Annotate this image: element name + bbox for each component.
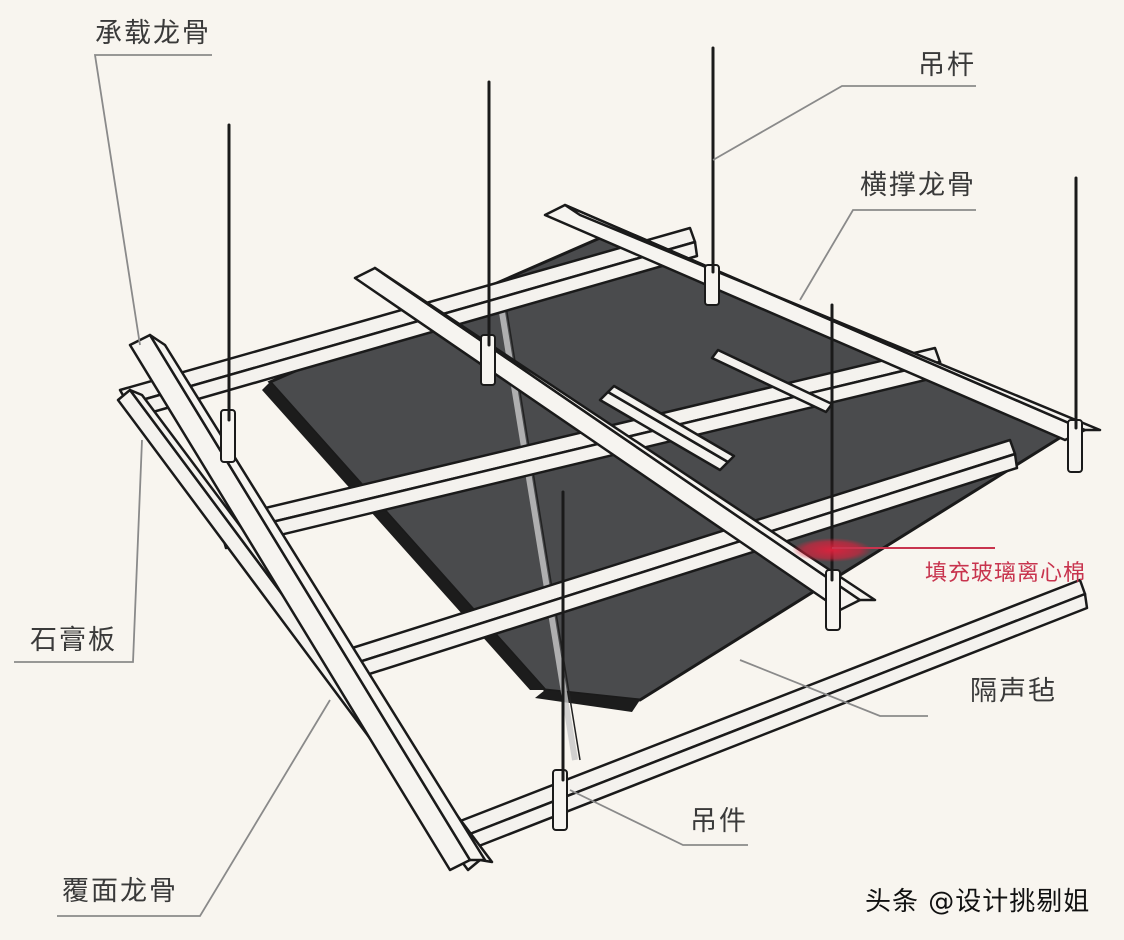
label-cover-keel: 覆面龙骨 xyxy=(62,876,178,907)
label-glass-wool: 填充玻璃离心棉 xyxy=(925,561,1087,586)
label-main-keel: 承载龙骨 xyxy=(95,18,211,49)
label-cross-keel: 横撑龙骨 xyxy=(860,170,976,201)
watermark: 头条 @设计挑剔姐 xyxy=(865,887,1091,917)
hanger-rods xyxy=(227,46,1078,782)
glass-wool-marker xyxy=(792,538,995,562)
label-gypsum-board: 石膏板 xyxy=(30,625,117,656)
label-hanger-rod: 吊杆 xyxy=(918,50,976,81)
label-hanger: 吊件 xyxy=(690,806,748,837)
label-sound-felt: 隔声毡 xyxy=(970,676,1057,707)
leader-lines xyxy=(14,54,976,917)
